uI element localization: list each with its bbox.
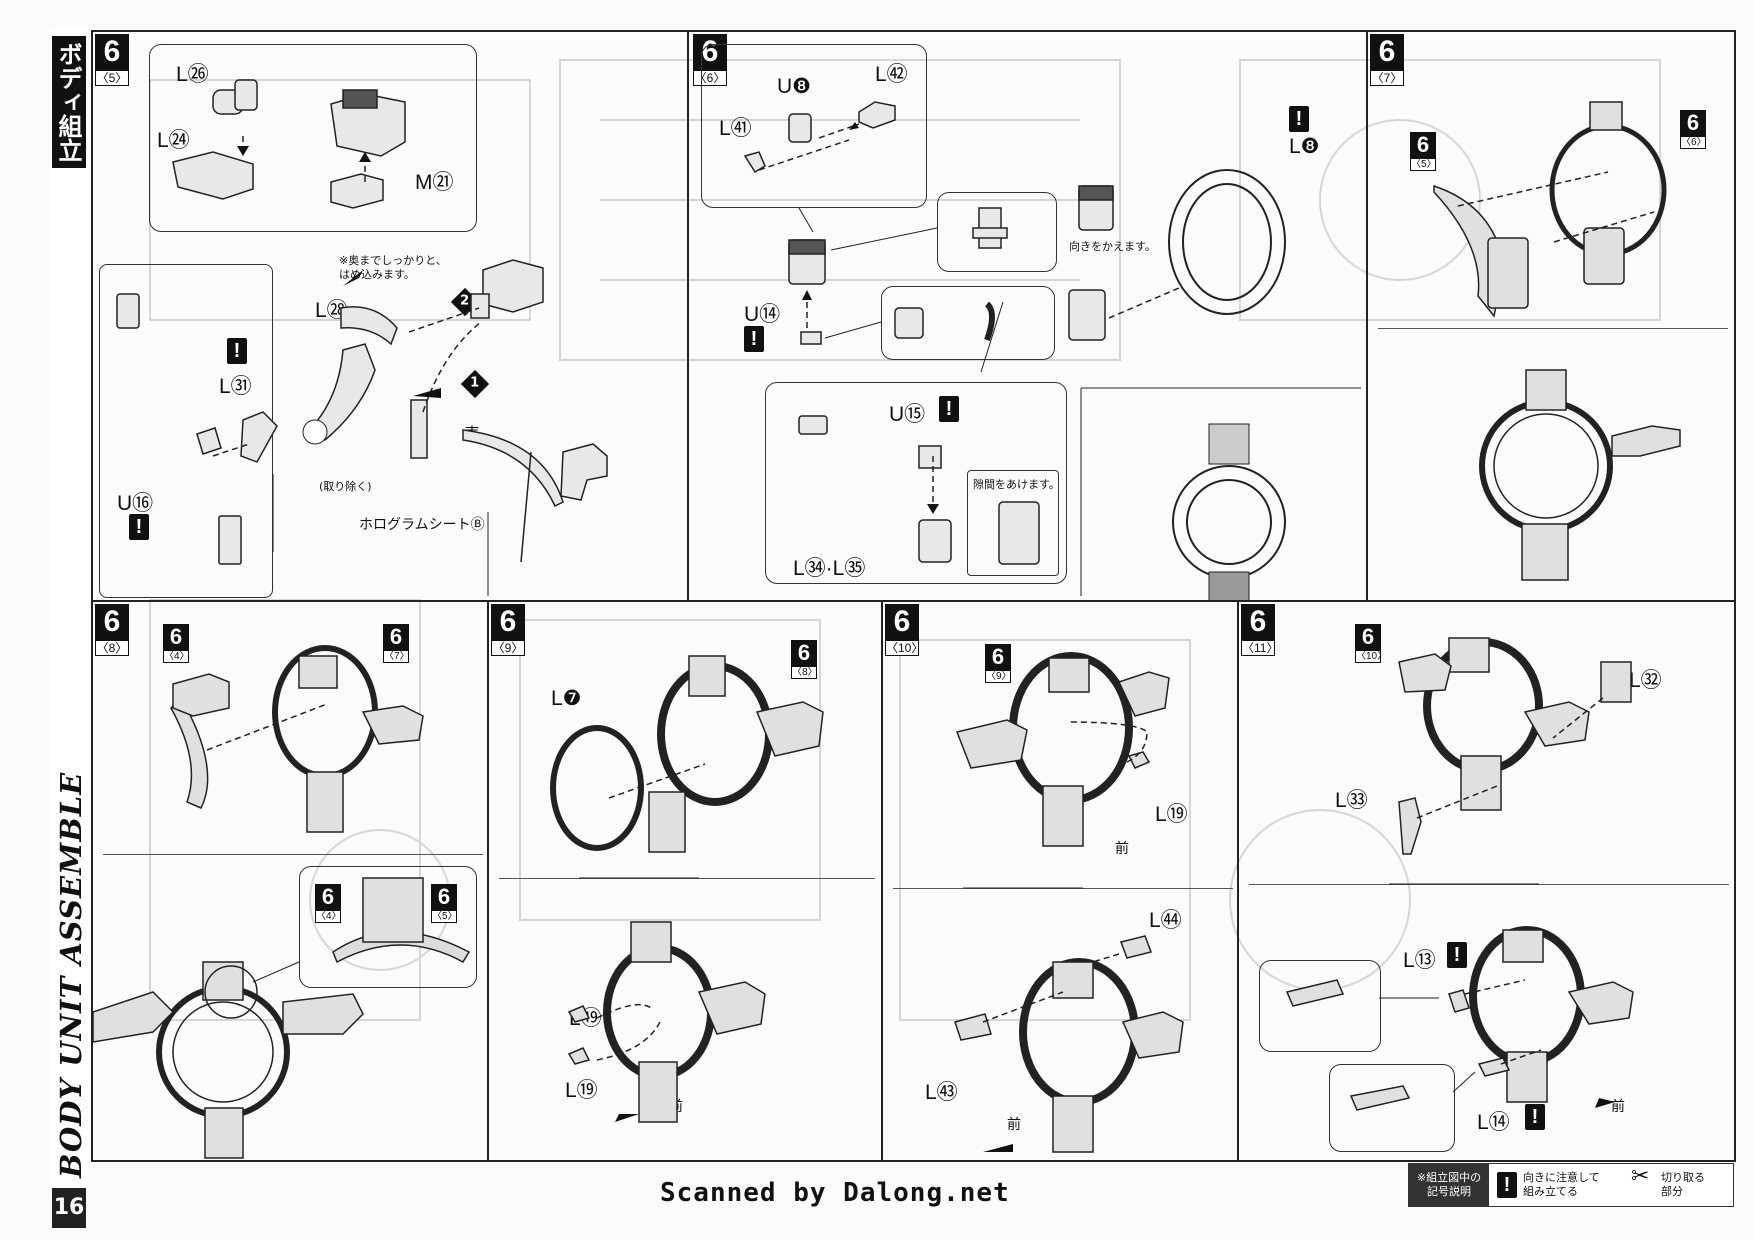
step-6-6-parts-drawing bbox=[743, 101, 1361, 600]
part-label-L44: L㊹ bbox=[1149, 909, 1182, 932]
part-label-L43: L㊸ bbox=[925, 1081, 958, 1104]
step-6-11-panel: 6 〈11〉 6〈10〉 L㉜ L㉝ L⑬ ! L⑭ ! 前 bbox=[1237, 600, 1736, 1162]
step-6-10-panel: 6 〈10〉 6〈9〉 L⑲ 前 L㊹ L㊸ 前 bbox=[881, 600, 1239, 1162]
part-label-U16: U⑯ bbox=[117, 492, 154, 515]
part-label-L8: L❽ bbox=[1289, 135, 1320, 158]
subassembly-inset bbox=[149, 44, 477, 232]
subassembly-inset bbox=[701, 44, 927, 208]
hologram-sheet-label: ホログラムシートⒷ bbox=[359, 517, 485, 533]
detail-inset bbox=[299, 866, 477, 988]
detail-inset bbox=[881, 286, 1055, 360]
step-6-5-parts-drawing bbox=[116, 79, 608, 596]
sidebar: ボディ組立 BODY UNIT ASSEMBLE 16 bbox=[50, 28, 88, 1228]
part-label-U14: U⑭ bbox=[744, 303, 781, 326]
section-title-jp: ボディ組立 bbox=[52, 36, 86, 168]
step-badge: 6 〈9〉 bbox=[491, 604, 525, 656]
step-6-10-parts-drawing bbox=[954, 652, 1184, 1153]
ref-badge-6-9: 6〈9〉 bbox=[985, 644, 1012, 683]
part-label-L14: L⑭ bbox=[1477, 1111, 1510, 1134]
detail-inset bbox=[1329, 1064, 1455, 1152]
ref-badge-6-6: 6〈6〉 bbox=[1680, 110, 1707, 149]
part-label-L31: L㉛ bbox=[219, 375, 252, 398]
panel-divider bbox=[1378, 328, 1728, 329]
step-6-9-parts-drawing bbox=[550, 655, 824, 1123]
front-label: 前 bbox=[1115, 840, 1129, 856]
warning-icon: ! bbox=[939, 396, 959, 422]
legend-cut-desc: 切り取る 部分 bbox=[1661, 1171, 1705, 1198]
warning-icon: ! bbox=[129, 514, 149, 540]
step-badge: 6 〈10〉 bbox=[885, 604, 924, 656]
part-label-M21: M㉑ bbox=[415, 171, 454, 194]
panel-divider bbox=[103, 854, 483, 855]
part-label-L19: L⑲ bbox=[1155, 803, 1188, 826]
ref-badge-6-4: 6〈4〉 bbox=[163, 624, 190, 663]
part-label-L19: L⑲ bbox=[565, 1079, 598, 1102]
part-label-L28: L㉘ bbox=[315, 299, 348, 322]
ref-badge-6-8: 6〈8〉 bbox=[791, 640, 818, 679]
part-label-L32: L㉜ bbox=[1629, 669, 1662, 692]
legend-warn-desc: 向きに注意して 組み立てる bbox=[1523, 1171, 1600, 1198]
warning-icon: ! bbox=[1289, 106, 1309, 132]
step-6-7-panel: 6 〈7〉 6〈5〉 6〈6〉 bbox=[1366, 30, 1736, 602]
gap-note: 隙間をあけます。 bbox=[973, 478, 1060, 491]
step-6-11-parts-drawing bbox=[1285, 637, 1634, 1111]
step-6-7-parts-drawing bbox=[1433, 101, 1681, 581]
symbol-legend: ※組立図中の 記号説明 ! 向きに注意して 組み立てる ✂ 切り取る 部分 bbox=[1408, 1163, 1734, 1207]
ref-badge-6-4: 6〈4〉 bbox=[315, 884, 342, 923]
change-direction-note: 向きをかえます。 bbox=[1069, 240, 1156, 253]
step-badge: 6 〈7〉 bbox=[1370, 34, 1404, 86]
warning-icon: ! bbox=[1497, 1172, 1517, 1198]
part-label-U8: U❽ bbox=[777, 75, 811, 98]
part-label-U15: U⑮ bbox=[889, 403, 926, 426]
part-label-L41: L㊶ bbox=[719, 117, 752, 140]
warning-icon: ! bbox=[1525, 1104, 1545, 1130]
section-title-en: BODY UNIT ASSEMBLE bbox=[54, 771, 88, 1178]
step-badge: 6 〈5〉 bbox=[95, 34, 129, 86]
ref-badge-6-5: 6〈5〉 bbox=[431, 884, 458, 923]
warning-icon: ! bbox=[227, 338, 247, 364]
gap-detail-inset bbox=[967, 470, 1059, 576]
part-label-L26: L㉖ bbox=[176, 63, 209, 86]
part-label-L34-L35: L㉞·L㉟ bbox=[793, 557, 866, 580]
part-label-L24: L㉔ bbox=[157, 129, 190, 152]
step-6-9-panel: 6 〈9〉 6〈8〉 L❼ L⑲ L⑲ 前 bbox=[487, 600, 883, 1162]
ref-badge-6-10: 6〈10〉 bbox=[1355, 624, 1388, 663]
detail-inset bbox=[765, 382, 1067, 584]
part-label-L42: L㊷ bbox=[875, 63, 908, 86]
legend-header: ※組立図中の 記号説明 bbox=[1409, 1164, 1489, 1206]
warning-icon: ! bbox=[1447, 942, 1467, 968]
detail-inset bbox=[1259, 960, 1381, 1052]
step-6-5-panel: 6 〈5〉 L㉖ L㉔ M㉑ ※奥までしっかりと、 はめ込みます。 L㉘ ! L… bbox=[91, 30, 689, 602]
ref-badge-6-5: 6〈5〉 bbox=[1410, 132, 1437, 171]
part-label-L33: L㉝ bbox=[1335, 789, 1368, 812]
step-6-8-panel: 6 〈8〉 6〈4〉 6〈7〉 6〈4〉 6〈5〉 bbox=[91, 600, 489, 1162]
step-badge: 6 〈11〉 bbox=[1241, 604, 1279, 656]
ref-badge-6-7: 6〈7〉 bbox=[383, 624, 410, 663]
detail-inset bbox=[937, 192, 1057, 272]
part-label-L7: L❼ bbox=[551, 687, 582, 710]
step-6-8-parts-drawing bbox=[93, 645, 471, 1159]
scissors-icon: ✂ bbox=[1631, 1164, 1650, 1189]
page-number: 16 bbox=[52, 1188, 86, 1228]
step-badge: 6 〈8〉 bbox=[95, 604, 129, 656]
scan-credit: Scanned by Dalong.net bbox=[660, 1178, 1010, 1208]
remove-note: (取り除く) bbox=[319, 480, 372, 493]
step-6-6-panel: 6 〈6〉 U❽ L㊷ L㊶ U⑭ ! 向きをかえます。 ! L❽ U⑮ ! L… bbox=[687, 30, 1368, 602]
part-label-L13: L⑬ bbox=[1403, 949, 1436, 972]
front-label: 前 bbox=[1007, 1116, 1021, 1132]
warning-icon: ! bbox=[744, 326, 764, 352]
